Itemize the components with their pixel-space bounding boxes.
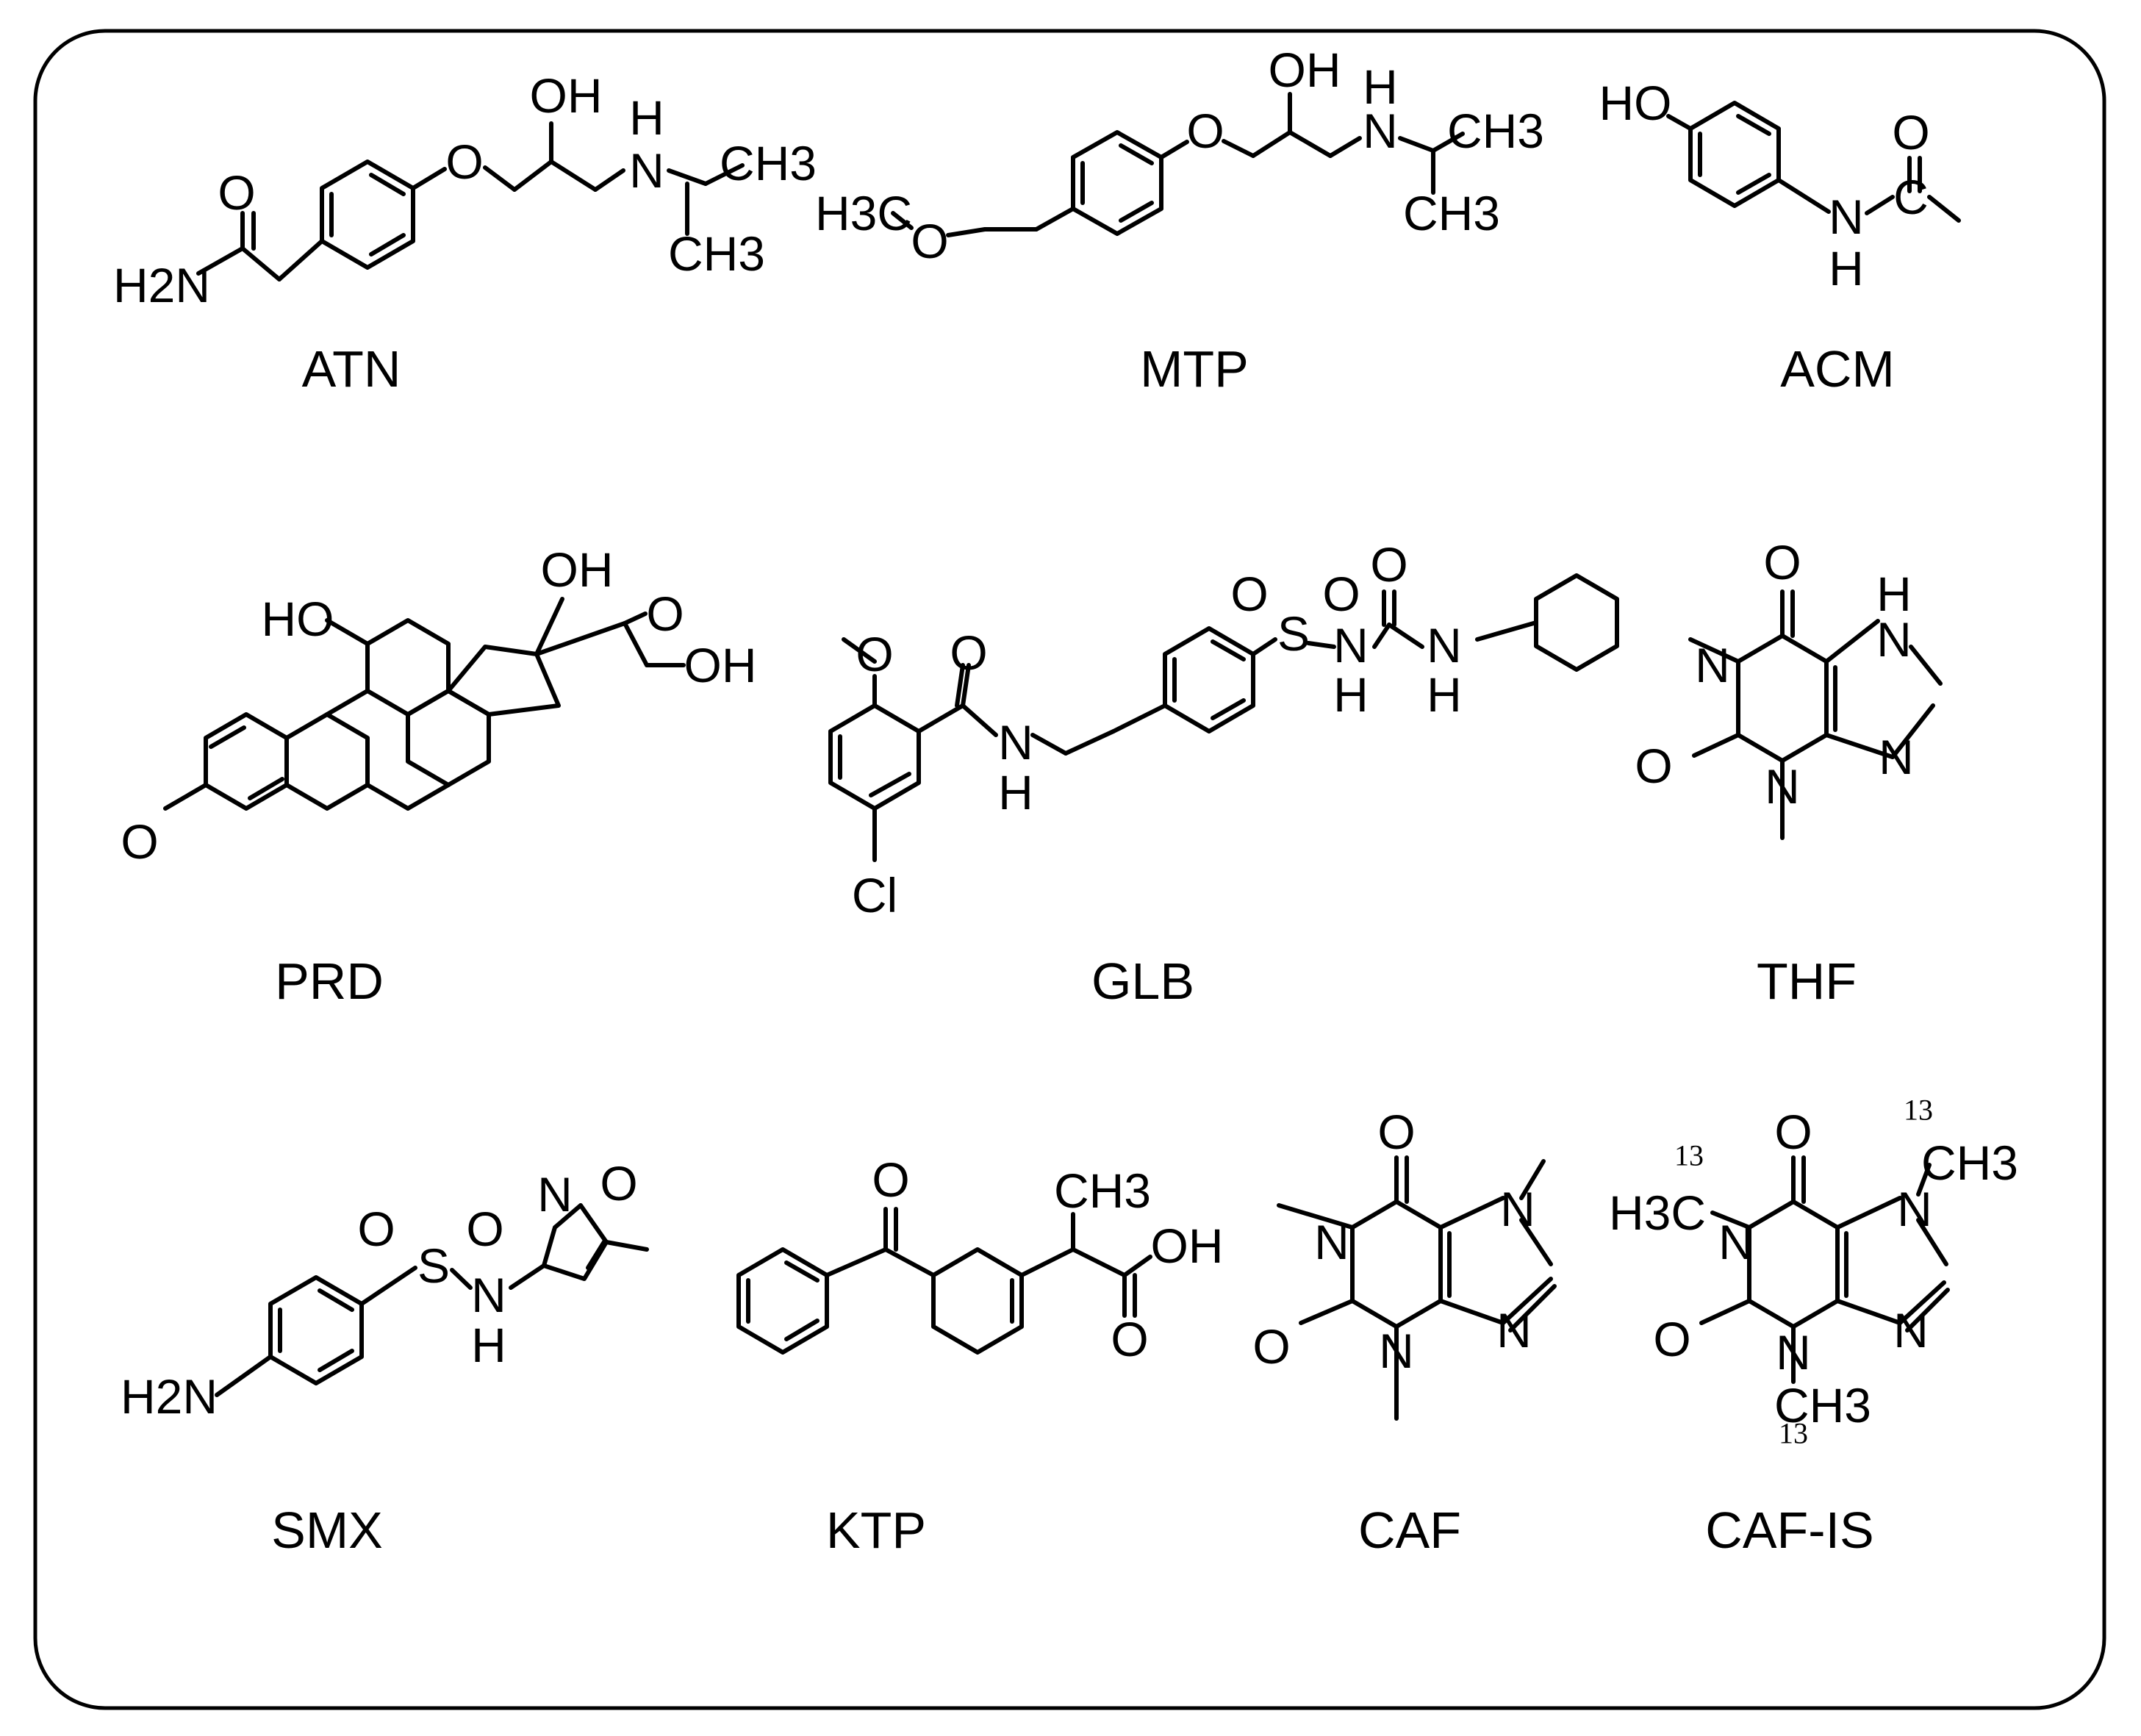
atom-label: N (1829, 190, 1864, 244)
atom-label: H (1363, 60, 1398, 114)
atom-label: N (1314, 1215, 1349, 1269)
atom-label: O (950, 625, 987, 680)
atom-label: O (856, 627, 893, 681)
structure-mtp: OH H N O CH3 CH3 H3C O MTP (815, 43, 1544, 398)
atom-label: N (629, 143, 664, 198)
atom-label: O (1377, 1105, 1415, 1159)
compound-label-atn: ATN (302, 340, 401, 398)
atom-label: OH (541, 542, 614, 597)
atom-label: N (1333, 618, 1369, 672)
atom-label: H (629, 90, 664, 145)
atom-label: N (471, 1268, 506, 1322)
atom-label: HO (1599, 76, 1672, 130)
atom-label: O (600, 1156, 637, 1210)
atom-label: O (1774, 1105, 1812, 1159)
atom-label: O (466, 1202, 503, 1256)
atom-label: OH (1269, 43, 1341, 97)
structure-atn: OH N H O O H2N CH3 CH3 ATN (113, 68, 817, 398)
atom-label: CH3 (1921, 1136, 2018, 1190)
compound-label-mtp: MTP (1140, 340, 1249, 398)
atom-label: S (417, 1238, 450, 1293)
compound-label-thf: THF (1757, 953, 1857, 1010)
atom-label: O (1370, 537, 1407, 592)
atom-label: N (1496, 1303, 1532, 1357)
atom-label: N (1765, 759, 1800, 814)
atom-label: 13 (1674, 1139, 1704, 1172)
atom-label: N (1897, 1182, 1932, 1236)
atom-label: C (1893, 170, 1929, 224)
atom-label: Cl (852, 868, 897, 922)
compound-label-caf: CAF (1358, 1502, 1461, 1559)
structure-ktp: O CH3 OH O KTP (736, 1152, 1224, 1559)
atom-label: H (1333, 667, 1369, 722)
structure-acm: HO O N H C ACM (1599, 76, 1961, 398)
atom-label: O (911, 214, 948, 268)
atom-label: OH (530, 68, 603, 123)
atom-label: N (1776, 1325, 1811, 1380)
atom-label: N (1695, 638, 1730, 692)
atom-label: N (1879, 730, 1914, 784)
atom-label: O (1230, 567, 1268, 621)
atom-label: CH3 (1403, 186, 1500, 240)
atom-label: CH3 (720, 136, 817, 190)
atom-label: CH3 (668, 226, 765, 281)
atom-label: N (1379, 1324, 1414, 1378)
atom-label: N (1876, 612, 1912, 667)
atom-label: O (1252, 1319, 1290, 1374)
atom-label: CH3 (1054, 1163, 1151, 1218)
atom-label: OH (684, 638, 757, 692)
atom-label: N (998, 715, 1033, 770)
atom-label: O (121, 814, 158, 869)
atom-label: H2N (121, 1369, 218, 1424)
atom-label: HO (262, 592, 334, 646)
atom-label: OH (1151, 1219, 1224, 1273)
structure-glb: O O S O O N H N H O N H Cl GLB (828, 537, 1619, 1010)
compound-label-ktp: KTP (826, 1502, 926, 1559)
atom-label: O (357, 1202, 395, 1256)
compound-label-prd: PRD (275, 953, 384, 1010)
structure-prd: OH HO O OH O PRD (121, 542, 756, 1010)
atom-label: H3C (815, 186, 912, 240)
atom-label: O (1653, 1312, 1690, 1366)
atom-label: N (1718, 1215, 1754, 1269)
atom-label: O (1322, 567, 1360, 621)
atom-label: H (998, 765, 1033, 819)
compound-label-acm: ACM (1780, 340, 1895, 398)
atom-label: H (471, 1318, 506, 1372)
atom-label: O (445, 134, 483, 189)
atom-label: H3C (1609, 1186, 1706, 1240)
atom-label: N (1363, 104, 1398, 158)
atom-label: N (1500, 1182, 1535, 1236)
structure-caf: O N N O N N CAF (1252, 1105, 1557, 1559)
atom-label: H (1427, 667, 1462, 722)
structure-thf: O H N N N O N THF (1635, 535, 1943, 1010)
atom-label: O (1892, 105, 1929, 159)
atom-label: S (1277, 606, 1310, 661)
atom-label: CH3 (1447, 104, 1544, 158)
atom-label: N (1427, 618, 1462, 672)
structure-smx: N O O S O N H H2N SMX (121, 1156, 649, 1559)
atom-label: H (1829, 241, 1864, 295)
atom-label: CH3 (1774, 1378, 1871, 1432)
atom-label: N (1893, 1303, 1929, 1357)
atom-label: O (218, 165, 255, 220)
compound-label-caf-is: CAF-IS (1705, 1502, 1873, 1559)
panel-frame (33, 29, 2106, 1710)
atom-label: H (1876, 567, 1912, 621)
atom-label: O (1763, 535, 1801, 589)
compound-label-smx: SMX (271, 1502, 383, 1559)
atom-label: 13 (1904, 1094, 1933, 1127)
atom-label: O (1186, 104, 1224, 158)
structure-caf-is: O 13 13 CH3 H3C N N O N N CH3 13 CAF-IS (1609, 1094, 2018, 1560)
atom-label: H2N (113, 258, 210, 312)
atom-label: N (537, 1167, 573, 1222)
atom-label: O (646, 587, 684, 641)
atom-label: 13 (1779, 1417, 1808, 1450)
atom-label: O (872, 1152, 909, 1207)
atom-label: O (1111, 1312, 1148, 1366)
atom-label: O (1635, 739, 1672, 793)
compound-label-glb: GLB (1091, 953, 1194, 1010)
